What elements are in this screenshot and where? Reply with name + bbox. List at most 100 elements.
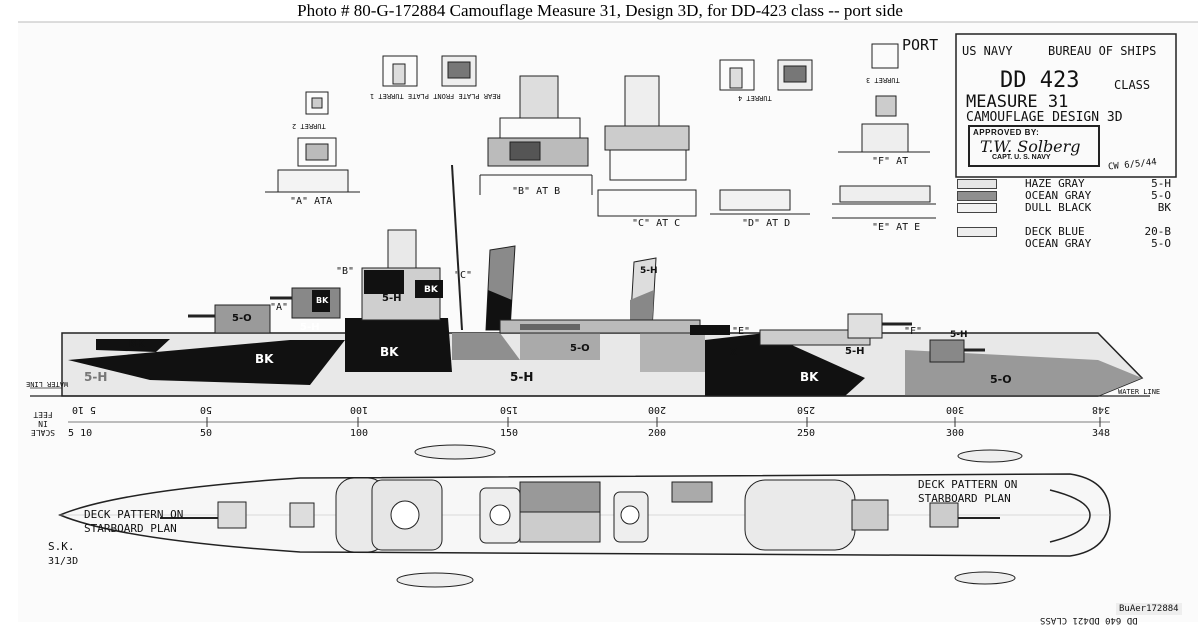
detail-d <box>710 189 810 215</box>
photo-caption: Photo # 80-G-172884 Camouflage Measure 3… <box>297 1 903 20</box>
turret-1-label: REAR PLATE FRONT PLATE TURRET 1 <box>370 92 501 100</box>
scale-small-bottom: 5 10 <box>68 428 93 439</box>
plan-mounts <box>217 477 959 553</box>
hull-label-5o-stern: 5-O <box>990 373 1012 386</box>
legend-name: OCEAN GRAY <box>1025 237 1092 250</box>
tick-bottom-200: 200 <box>648 428 667 439</box>
approval-stamp: APPROVED BY: T.W. Solberg CAPT. U. S. NA… <box>968 125 1100 167</box>
hull-label-bk-gunhouse: BK <box>316 296 329 305</box>
hull-label-5o-gun: 5-O <box>232 313 252 324</box>
sk-label: S.K. <box>48 540 75 553</box>
hull-label-5h-stack: 5-H <box>640 266 658 276</box>
tick-top-300: 300 <box>946 404 965 415</box>
hull-label-bk-bow: BK <box>255 352 274 366</box>
hull-black-mid <box>345 318 452 372</box>
hull-label-5h-aft: 5-H <box>845 346 865 357</box>
detail-a-label: "A" ATA <box>290 196 333 207</box>
director <box>387 229 417 269</box>
signature: T.W. Solberg <box>980 137 1081 156</box>
hull-label-bk-mid: BK <box>380 345 399 359</box>
detail-a <box>265 91 360 193</box>
bu-stamp: BuAer172884 <box>1116 603 1182 615</box>
sk-number: 31/3D <box>48 556 79 567</box>
legend-row: OCEAN GRAY 5-O <box>955 189 1177 203</box>
turret-4-label: TURRET 4 <box>738 94 772 102</box>
aft-house-bk <box>690 325 730 335</box>
mast <box>451 164 463 331</box>
detail-d-label: "D" AT D <box>742 218 791 229</box>
tick-bottom-300: 300 <box>946 428 965 439</box>
design-label: CAMOUFLAGE DESIGN 3D <box>966 110 1123 125</box>
tick-bottom-348: 348 <box>1092 428 1111 439</box>
aft-gun-1 <box>847 313 883 339</box>
scale-ticks <box>206 417 1101 427</box>
gun-house-2-bk <box>312 290 330 312</box>
boat-top-2 <box>957 449 1023 463</box>
detail-b <box>479 75 593 195</box>
rank-label: CAPT. U. S. NAVY <box>992 154 1051 161</box>
marker-a: "A" <box>270 302 289 313</box>
bridge-black-2 <box>415 280 443 298</box>
detail-b-label: "B" AT B <box>512 186 561 197</box>
legend-swatch <box>957 191 997 201</box>
hull-label-x: X <box>730 348 737 358</box>
legend-swatch <box>957 227 997 237</box>
boat-top <box>414 444 496 460</box>
hull-label-5h-stern: 5-H <box>950 330 968 340</box>
marker-e: "E" <box>732 326 751 337</box>
torpedo-mount <box>520 324 580 330</box>
bureau-label: BUREAU OF SHIPS <box>1048 44 1157 58</box>
boat-bottom <box>396 572 474 588</box>
detail-e-label: "E" AT E <box>872 222 921 233</box>
bridge-black <box>364 270 404 294</box>
hull-label-5h-bow: 5-H <box>84 370 108 384</box>
detail-e <box>832 185 936 219</box>
hull-label-5o-mid: 5-O <box>570 343 590 354</box>
class-word: CLASS <box>1114 78 1151 92</box>
legend-name: OCEAN GRAY <box>1025 189 1092 202</box>
turret-2-label: TURRET 2 <box>292 122 326 130</box>
tick-bottom-100: 100 <box>350 428 369 439</box>
waterline-label-left: WATER LINE <box>26 380 69 388</box>
hull-label-bk-bridge: BK <box>424 285 438 295</box>
tick-top-348: 348 <box>1092 404 1111 415</box>
detail-c <box>597 75 697 217</box>
tick-top-150: 150 <box>500 404 519 415</box>
hull-gray-4 <box>640 333 705 372</box>
detail-f-label: "F" AT <box>872 156 909 167</box>
navy-label: US NAVY <box>962 44 1013 58</box>
tick-top-50: 50 <box>200 404 213 415</box>
detail-c-label: "C" AT C <box>632 218 681 229</box>
legend-name: HAZE GRAY <box>1025 177 1085 190</box>
legend-code: BK <box>1157 201 1171 214</box>
marker-b: "B" <box>336 266 355 277</box>
hull-black-aft <box>705 333 865 396</box>
marker-d: "D" <box>706 326 725 337</box>
scale-label: SCALE IN FEET <box>30 410 56 437</box>
aft-gun-2 <box>929 339 965 363</box>
bow-stripe <box>96 339 170 352</box>
legend-code: 20-B <box>1144 225 1172 238</box>
detail-turret-2 <box>382 55 477 87</box>
waterline-label-right: WATER LINE <box>1118 388 1161 396</box>
title-block-frame <box>955 33 1177 178</box>
hull-gray-2 <box>520 333 600 360</box>
legend-code: 5-O <box>1151 189 1171 202</box>
hull-label-bk-bow-stripe: BK <box>128 337 145 350</box>
boat-bottom-2 <box>954 571 1016 585</box>
tick-top-200: 200 <box>648 404 667 415</box>
marker-f: "F" <box>904 326 923 337</box>
plan-note-right: DECK PATTERN ON STARBOARD PLAN <box>918 478 1018 505</box>
plan-note-left: DECK PATTERN ON STARBOARD PLAN <box>84 508 184 535</box>
hull-label-bk-aft: BK <box>800 370 819 384</box>
legend-name: DULL BLACK <box>1025 201 1092 214</box>
turret-3-label: TURRET 3 <box>866 76 900 84</box>
bottom-flipped-text: DD 640 DD421 CLASS <box>1040 615 1138 625</box>
hull-label-5h-fwd: 5-H <box>300 322 320 333</box>
detail-turret-3 <box>838 43 930 153</box>
